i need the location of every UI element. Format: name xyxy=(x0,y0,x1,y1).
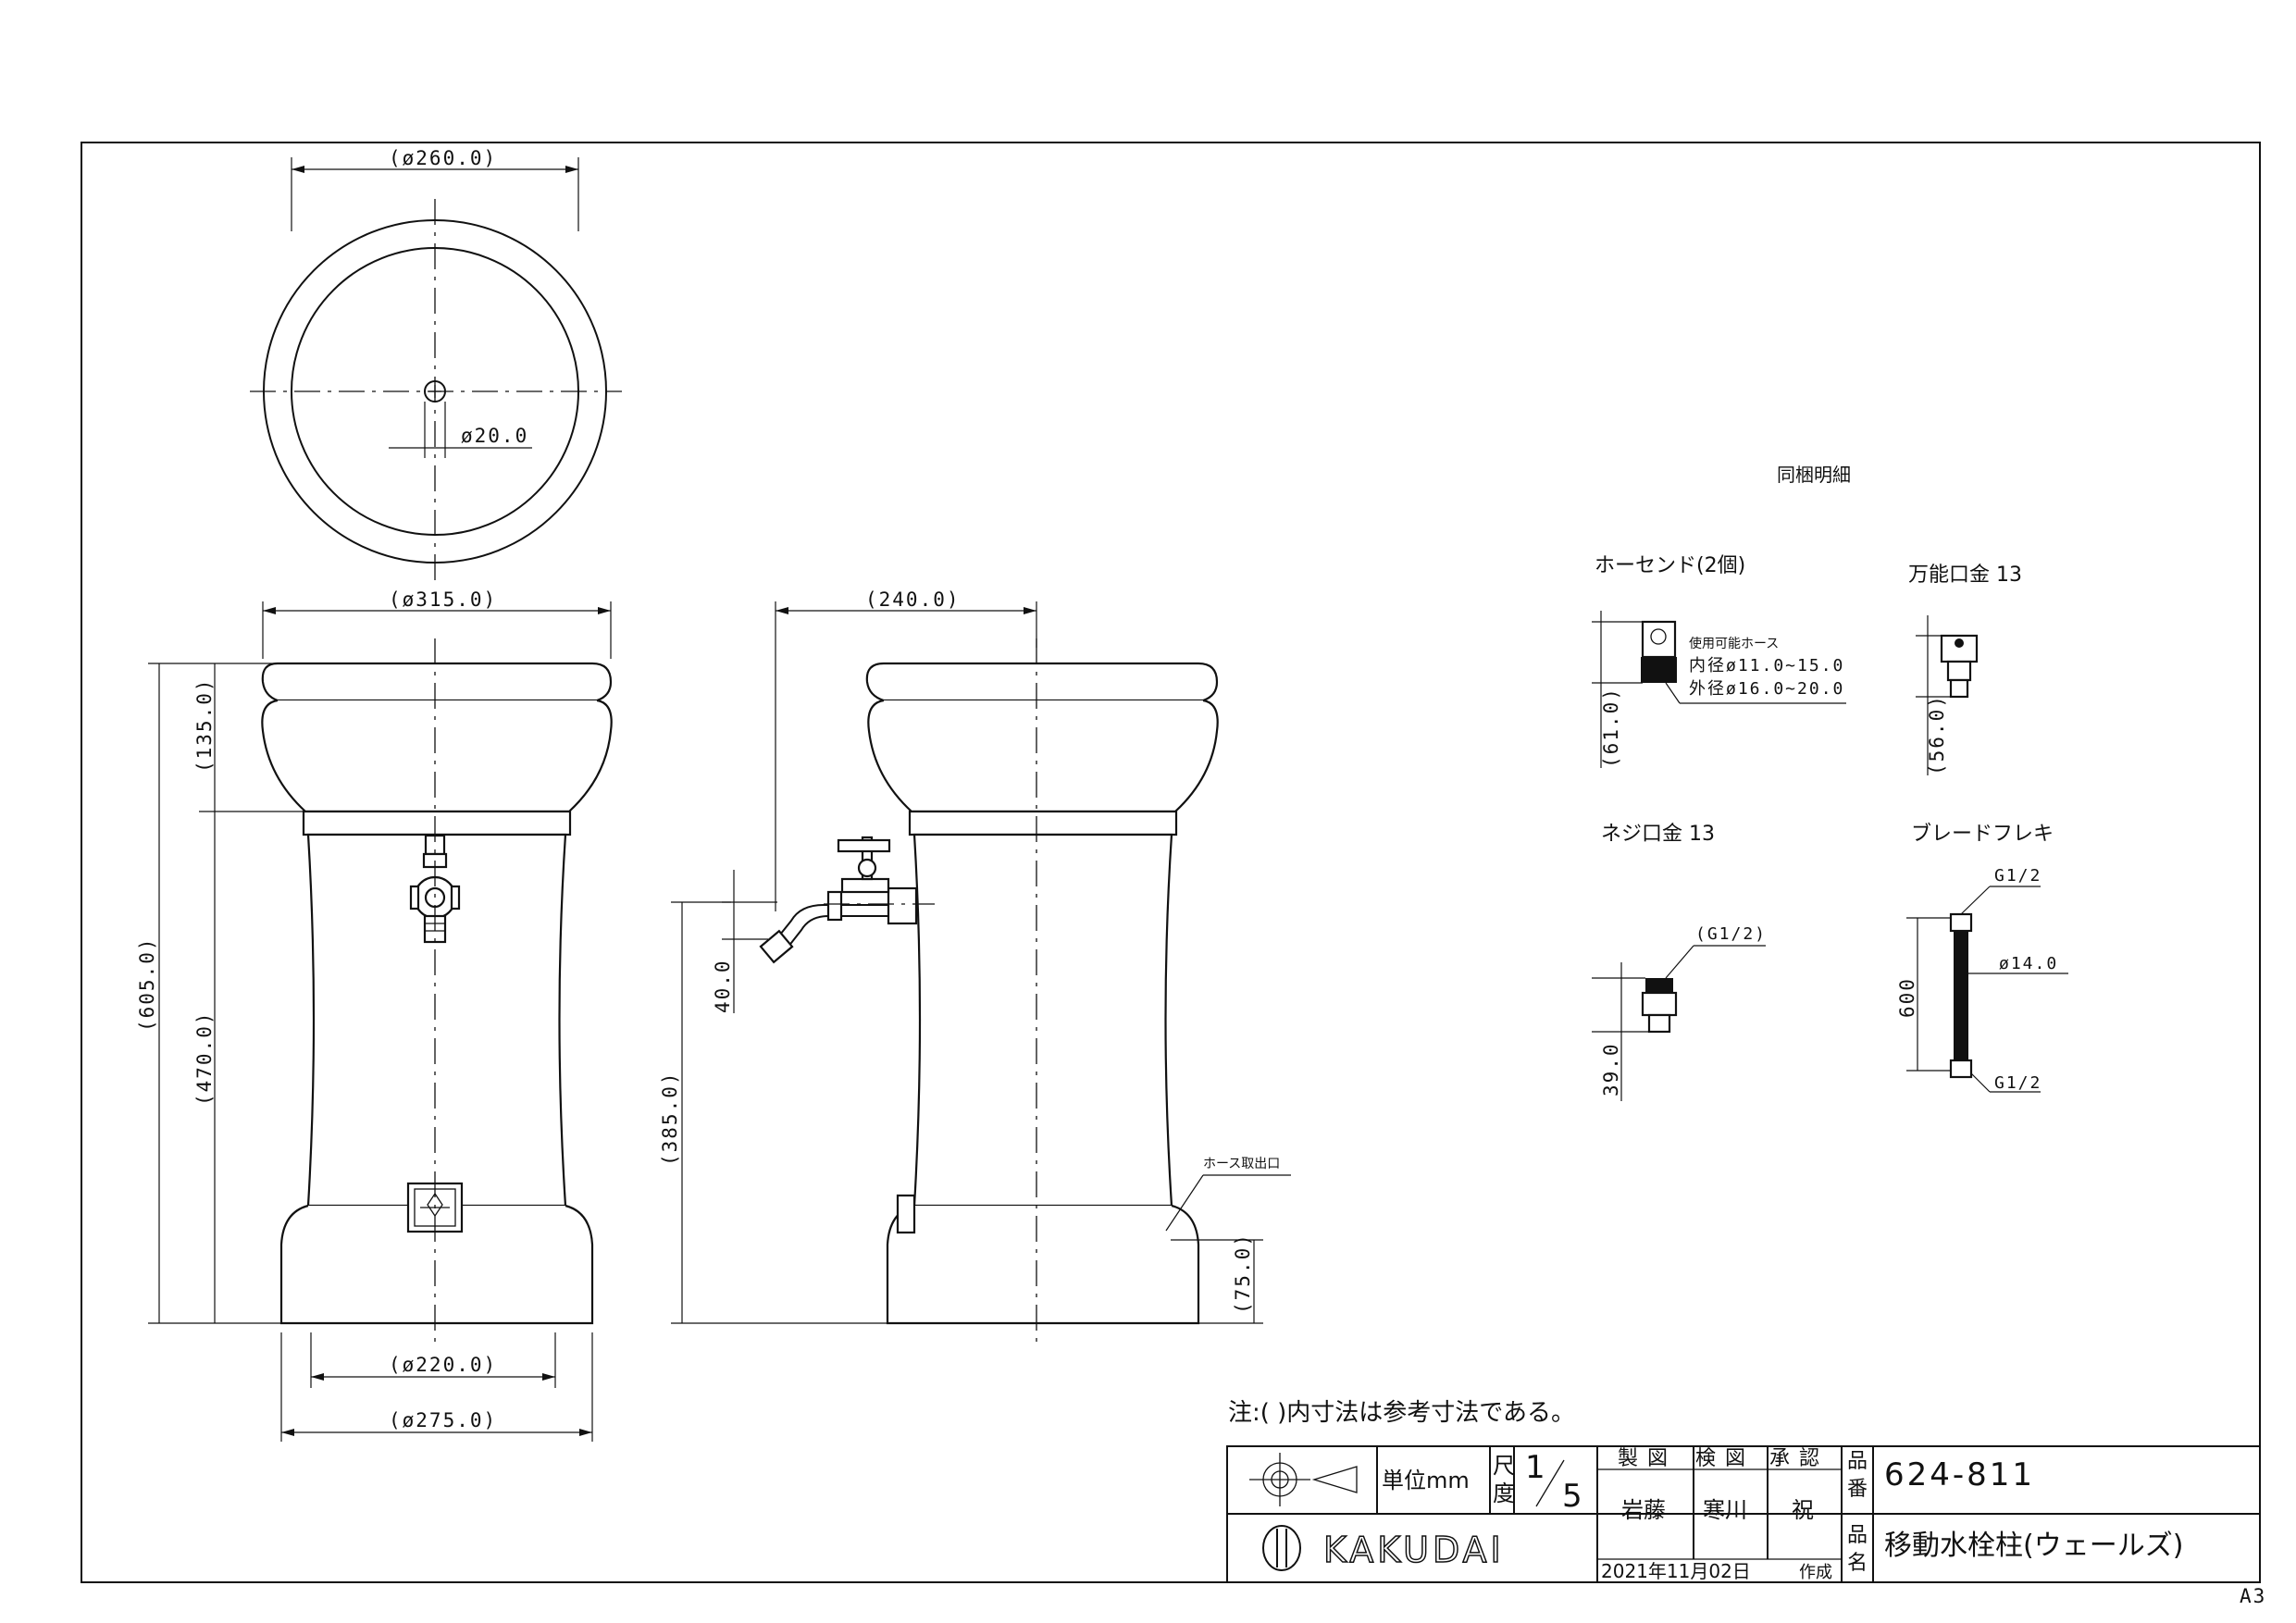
dim-outlet-height: (75.0) xyxy=(1232,1233,1254,1314)
kakudai-logo: KAKUDAI xyxy=(1262,1525,1505,1571)
hose-end-note-1: 使用可能ホース xyxy=(1689,636,1779,651)
side-view: (240.0) 40.0 (385.0) (75.0) ホース取出口 xyxy=(659,588,1291,1342)
accessories-section: 同梱明細 ホーセンド(2個) (61.0) 使用可能ホース 内径ø11.0~15… xyxy=(1592,464,2068,1101)
accessories-title: 同梱明細 xyxy=(1777,464,1851,486)
screw-fitting-label: ネジ口金 13 xyxy=(1601,823,1715,846)
braided-hose-diameter: ø14.0 xyxy=(1999,954,2058,973)
dim-top-diameter: (ø260.0) xyxy=(389,147,497,169)
product-number: 624-811 xyxy=(1884,1456,2035,1493)
dim-bowl-height: (135.0) xyxy=(193,677,216,773)
product-no-label-2: 番 xyxy=(1847,1478,1868,1501)
dim-height-total: (605.0) xyxy=(136,936,158,1032)
dim-base-upper-diameter: (ø220.0) xyxy=(389,1354,497,1376)
approved-by-label: 承認 xyxy=(1769,1447,1829,1470)
product-name: 移動水栓柱(ウェールズ) xyxy=(1884,1530,2183,1562)
dim-bowl-diameter: (ø315.0) xyxy=(389,588,497,611)
hose-end-label: ホーセンド(2個) xyxy=(1595,554,1745,577)
drawing-date: 2021年11月02日 xyxy=(1601,1560,1751,1582)
drawn-by-label: 製図 xyxy=(1618,1447,1677,1470)
hose-end-note-3: 外径ø16.0~20.0 xyxy=(1689,679,1844,699)
dim-depth: (240.0) xyxy=(865,588,961,611)
brand-name: KAKUDAI xyxy=(1323,1530,1505,1570)
screw-fitting-thread: (G1/2) xyxy=(1695,924,1767,944)
universal-fitting-dim: (56.0) xyxy=(1926,694,1948,775)
front-view: (ø315.0) (605.0) (135.0) (470.0) (ø220.0… xyxy=(136,588,613,1442)
plan-view: (ø260.0) ø20.0 xyxy=(250,147,622,583)
braided-hose-bottom-thread: G1/2 xyxy=(1994,1073,2042,1093)
hose-end-dim: (61.0) xyxy=(1600,687,1622,768)
braided-hose-top-thread: G1/2 xyxy=(1994,866,2042,886)
third-angle-projection-icon xyxy=(1249,1453,1358,1506)
dim-hole-diameter: ø20.0 xyxy=(461,425,528,447)
created-label: 作成 xyxy=(1799,1563,1832,1582)
braided-hose-length: 600 xyxy=(1896,977,1918,1018)
drawing-border xyxy=(81,142,2261,1583)
scale-numerator: 1 xyxy=(1525,1449,1548,1486)
approved-by-name: 祝 xyxy=(1792,1497,1814,1523)
reference-note: 注:( )内寸法は参考寸法である。 xyxy=(1228,1399,1575,1427)
dim-base-diameter: (ø275.0) xyxy=(389,1409,497,1431)
dim-spout-offset: 40.0 xyxy=(712,959,734,1013)
braided-hose-label: ブレードフレキ xyxy=(1911,823,2054,846)
screw-fitting-dim: 39.0 xyxy=(1600,1042,1622,1096)
unit-label: 単位mm xyxy=(1382,1468,1470,1493)
dim-column-height: (470.0) xyxy=(193,1010,216,1106)
hose-outlet-label: ホース取出口 xyxy=(1203,1157,1280,1171)
product-name-label-1: 品 xyxy=(1847,1524,1868,1547)
checked-by-label: 検図 xyxy=(1695,1447,1755,1470)
product-name-label-2: 名 xyxy=(1847,1552,1868,1575)
scale-label-2: 度 xyxy=(1493,1481,1515,1506)
title-block: 単位mm 尺 度 1 5 製図 検図 承認 岩藤 寒川 祝 2021年11月02… xyxy=(1226,1445,2261,1583)
product-no-label-1: 品 xyxy=(1847,1450,1868,1473)
hose-end-note-2: 内径ø11.0~15.0 xyxy=(1689,656,1844,675)
scale-denominator: 5 xyxy=(1562,1478,1585,1515)
universal-fitting-label: 万能口金 13 xyxy=(1908,564,2022,587)
drawn-by-name: 岩藤 xyxy=(1621,1497,1666,1523)
dim-faucet-height: (385.0) xyxy=(659,1071,681,1166)
sheet-size-label: A3 xyxy=(2240,1585,2266,1607)
checked-by-name: 寒川 xyxy=(1703,1497,1747,1523)
scale-label-1: 尺 xyxy=(1493,1453,1515,1479)
